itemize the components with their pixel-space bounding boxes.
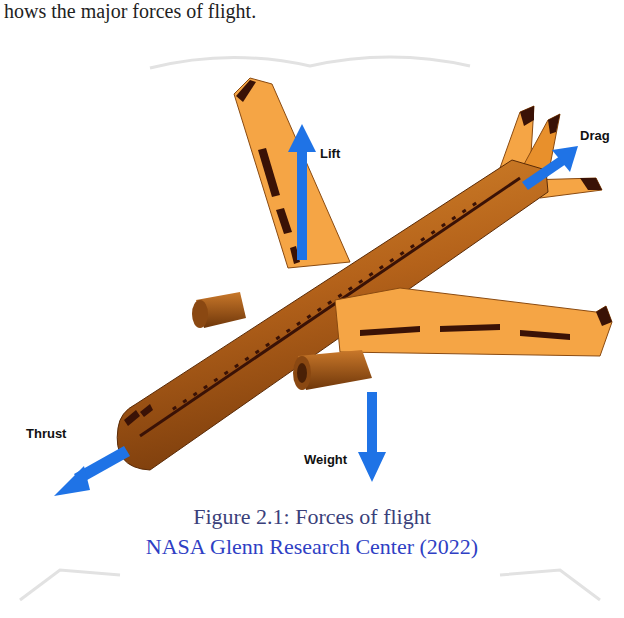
figure-caption: Figure 2.1: Forces of flight bbox=[193, 504, 431, 530]
window bbox=[358, 279, 363, 284]
window bbox=[265, 342, 270, 347]
window bbox=[255, 349, 260, 354]
window bbox=[234, 364, 239, 369]
window bbox=[172, 406, 177, 411]
window bbox=[327, 300, 332, 305]
window bbox=[193, 392, 198, 397]
window bbox=[441, 223, 446, 228]
window bbox=[286, 328, 291, 333]
force-label: Lift bbox=[320, 146, 340, 161]
window bbox=[462, 209, 467, 214]
window bbox=[275, 335, 280, 340]
weight-arrow bbox=[358, 392, 386, 482]
window bbox=[213, 378, 218, 383]
window bbox=[338, 293, 343, 298]
window bbox=[296, 321, 301, 326]
far-engine bbox=[192, 292, 246, 328]
body-text: hows the major forces of flight. bbox=[4, 0, 256, 23]
window bbox=[244, 357, 249, 362]
near-wing bbox=[335, 288, 612, 356]
citation: NASA Glenn Research Center (2022) bbox=[146, 534, 478, 560]
window bbox=[317, 307, 322, 312]
window bbox=[379, 265, 384, 270]
window bbox=[369, 272, 374, 277]
near-engine bbox=[293, 350, 372, 390]
window bbox=[400, 251, 405, 256]
window bbox=[224, 371, 229, 376]
window bbox=[182, 399, 187, 404]
far-wing bbox=[234, 78, 350, 268]
force-arrows bbox=[54, 124, 578, 496]
window bbox=[306, 314, 311, 319]
window bbox=[410, 244, 415, 249]
window bbox=[389, 258, 394, 263]
force-label: Drag bbox=[580, 128, 610, 143]
window bbox=[451, 216, 456, 221]
window bbox=[420, 237, 425, 242]
window bbox=[472, 202, 477, 207]
lift-arrow bbox=[288, 124, 316, 260]
window bbox=[431, 230, 436, 235]
force-label: Thrust bbox=[26, 426, 66, 441]
drag-arrow bbox=[522, 146, 578, 190]
force-label: Weight bbox=[304, 452, 347, 467]
thrust-arrow bbox=[54, 446, 130, 496]
window bbox=[348, 286, 353, 291]
window bbox=[203, 385, 208, 390]
